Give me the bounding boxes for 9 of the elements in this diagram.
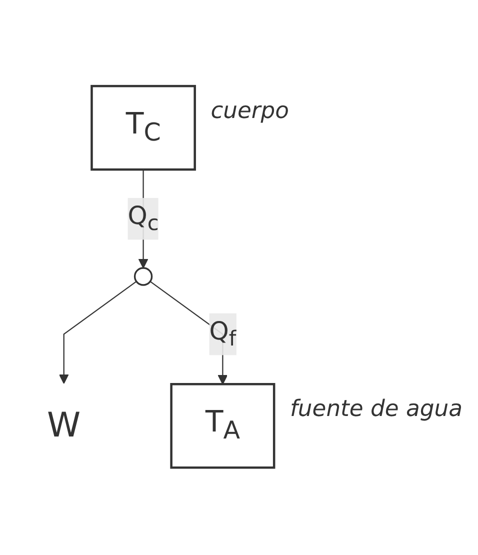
side-note: cuerpo	[210, 98, 289, 124]
arrow	[58, 281, 137, 384]
edge-label: Q$_{c}$	[128, 202, 159, 236]
node-text: W	[47, 406, 81, 446]
side-note: fuente de agua	[290, 396, 463, 422]
node-circle	[134, 267, 153, 286]
edge-label: Q$_{f}$	[209, 318, 236, 352]
node-box: T$_{C}$	[90, 85, 196, 171]
node-box: T$_{A}$	[170, 383, 276, 470]
